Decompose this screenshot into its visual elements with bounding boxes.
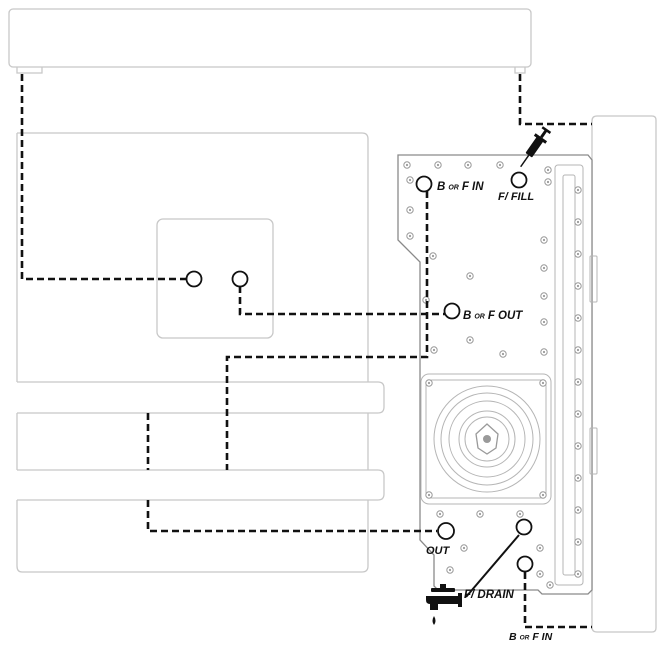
plate-screw-center [408, 208, 412, 212]
motherboard-outline [16, 132, 369, 573]
plate-screw-center [438, 512, 442, 516]
plate-screw-center [542, 238, 546, 242]
b-or-f-in-port-bottom [516, 555, 534, 573]
plate-screw-center [576, 444, 580, 448]
plate-screw-center [498, 163, 502, 167]
plate-screw-center [427, 381, 431, 385]
tube-gpu-to-out [146, 500, 437, 533]
plate-screw-center [576, 220, 580, 224]
plate-screw-center [424, 298, 428, 302]
syringe-icon [520, 126, 552, 168]
plate-screw-center [576, 252, 580, 256]
plate-screw-center [405, 163, 409, 167]
plate-screw-center [546, 168, 550, 172]
side-radiator [591, 115, 657, 633]
out-port [437, 522, 455, 540]
drain-line [465, 534, 520, 598]
label-f-fill: F/ FILL [498, 191, 534, 203]
plate-screw-center [501, 352, 505, 356]
plate-screw-center [518, 512, 522, 516]
plate-screw-center [541, 493, 545, 497]
plate-screw-center [468, 338, 472, 342]
plate-screws [403, 161, 582, 589]
plate-screw-center [576, 508, 580, 512]
plate-screw-center [541, 381, 545, 385]
tube-radiator-to-cpu [20, 74, 188, 281]
plate-screw-center [431, 254, 435, 258]
plate-screw-center [576, 572, 580, 576]
b-or-f-out-port [443, 302, 461, 320]
tubing [20, 74, 592, 629]
tube-top-radiator-to-side [518, 74, 592, 126]
b-or-f-in-port-top [415, 175, 433, 193]
gpu-2 [17, 469, 385, 501]
plate-screw-center [576, 476, 580, 480]
top-radiator [8, 8, 532, 74]
plate-screw-center [576, 284, 580, 288]
plate-screw-center [542, 266, 546, 270]
plate-screw-center [548, 583, 552, 587]
f-fill-port [510, 171, 528, 189]
plate-screw-center [408, 178, 412, 182]
label-out: OUT [426, 545, 451, 557]
plate-screw-center [427, 493, 431, 497]
plate-screw-center [576, 316, 580, 320]
ports [185, 171, 534, 573]
plate-screw-center [436, 163, 440, 167]
plate-screw-center [576, 380, 580, 384]
plate-screw-center [542, 320, 546, 324]
plate-screw-center [538, 546, 542, 550]
plate-screw-center [478, 512, 482, 516]
cpu-outlet-port [231, 270, 249, 288]
tube-cpu-to-out [238, 286, 445, 316]
cpu-block [156, 218, 274, 339]
plate-screw-center [576, 348, 580, 352]
distribution-plate [397, 154, 598, 595]
plate-screw-center [432, 348, 436, 352]
plate-screw-center [538, 572, 542, 576]
plate-screw-center [466, 163, 470, 167]
label-f-drain: F/ DRAIN [464, 589, 515, 601]
gpu-1 [17, 381, 385, 414]
faucet-icon [426, 584, 462, 625]
tube-in-to-gpu [225, 191, 429, 470]
tube-bottom-in [523, 572, 592, 629]
plate-screw-center [542, 350, 546, 354]
plate-screw-center [468, 274, 472, 278]
plate-screw-center [546, 180, 550, 184]
drain-port [515, 518, 533, 536]
plate-screw-center [408, 234, 412, 238]
plate-screw-center [462, 546, 466, 550]
plate-screw-center [448, 568, 452, 572]
plate-screw-center [576, 540, 580, 544]
plate-screw-center [576, 188, 580, 192]
plate-screw-center [542, 294, 546, 298]
plate-screw-center [576, 412, 580, 416]
cpu-inlet-port [185, 270, 203, 288]
